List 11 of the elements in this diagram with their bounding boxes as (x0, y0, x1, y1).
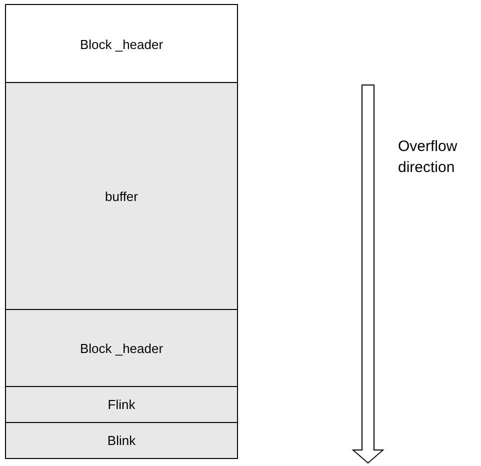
block-label: buffer (104, 188, 138, 204)
memory-block (5, 4, 238, 84)
block-label: Block _header (80, 340, 164, 356)
block-label: Block _header (80, 36, 164, 52)
memory-block (5, 422, 238, 459)
direction-label: Overflow direction (398, 137, 458, 178)
memory-block (5, 82, 238, 310)
memory-block (5, 309, 238, 387)
memory-block (5, 386, 238, 423)
block-label: Flink (108, 397, 136, 412)
block-label: Blink (107, 433, 136, 448)
